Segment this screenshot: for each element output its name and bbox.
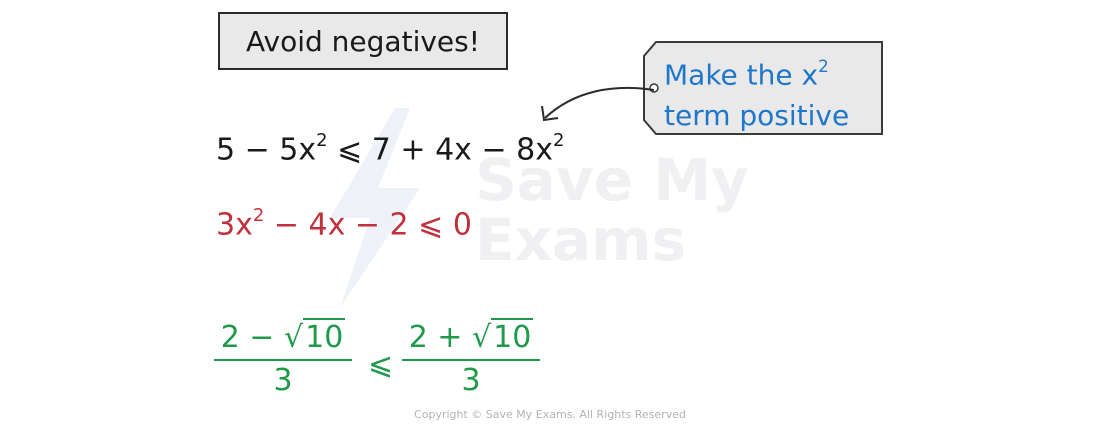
avoid-negatives-text: Avoid negatives! bbox=[246, 24, 480, 58]
tag-callout bbox=[643, 41, 883, 135]
fraction-upper-numerator: 2 + √10 bbox=[402, 318, 540, 359]
upper-num-prefix: 2 + bbox=[408, 320, 472, 355]
fraction-lower-bound: 2 − √10 3 bbox=[214, 318, 352, 398]
equation-original: 5 − 5x2 ⩽ 7 + 4x − 8x2 bbox=[216, 130, 564, 168]
sqrt-icon: √ bbox=[283, 320, 304, 355]
lower-radicand: 10 bbox=[303, 318, 346, 355]
upper-radicand: 10 bbox=[491, 318, 534, 355]
fraction-upper-bound: 2 + √10 3 bbox=[402, 318, 540, 398]
watermark-bolt-icon bbox=[300, 108, 430, 312]
eq2-part-1: 3x bbox=[216, 207, 253, 243]
watermark-line-2: Exams bbox=[475, 206, 687, 274]
avoid-negatives-box: Avoid negatives! bbox=[218, 12, 508, 70]
tag-line-1-sup: 2 bbox=[818, 56, 829, 76]
watermark-line-1: Save My bbox=[475, 146, 749, 214]
lower-num-prefix: 2 − bbox=[220, 320, 284, 355]
curved-arrow-icon bbox=[541, 86, 655, 122]
equation-rearranged: 3x2 − 4x − 2 ⩽ 0 bbox=[216, 205, 472, 243]
watermark: Save My Exams bbox=[475, 150, 749, 270]
sqrt-icon: √ bbox=[471, 320, 492, 355]
fraction-lower-numerator: 2 − √10 bbox=[214, 318, 352, 359]
copyright-notice: Copyright © Save My Exams. All Rights Re… bbox=[414, 408, 686, 421]
tag-line-2: term positive bbox=[664, 98, 850, 132]
eq2-part-2: − 4x − 2 ⩽ 0 bbox=[264, 207, 472, 243]
eq1-part-2: ⩽ 7 + 4x − 8x bbox=[327, 132, 553, 168]
eq1-part-1: 5 − 5x bbox=[216, 132, 317, 168]
eq1-sup-1: 2 bbox=[316, 130, 328, 151]
fraction-upper-denominator: 3 bbox=[402, 359, 540, 398]
tag-line-1-main: Make the x bbox=[664, 58, 819, 92]
eq1-sup-2: 2 bbox=[553, 130, 565, 151]
tag-line-1: Make the x2 bbox=[664, 46, 884, 96]
tag-text: Make the x2 term positive bbox=[664, 46, 884, 136]
eq2-sup-1: 2 bbox=[252, 205, 265, 226]
fraction-lower-denominator: 3 bbox=[214, 359, 352, 398]
result-relation: ⩽ bbox=[368, 347, 394, 382]
